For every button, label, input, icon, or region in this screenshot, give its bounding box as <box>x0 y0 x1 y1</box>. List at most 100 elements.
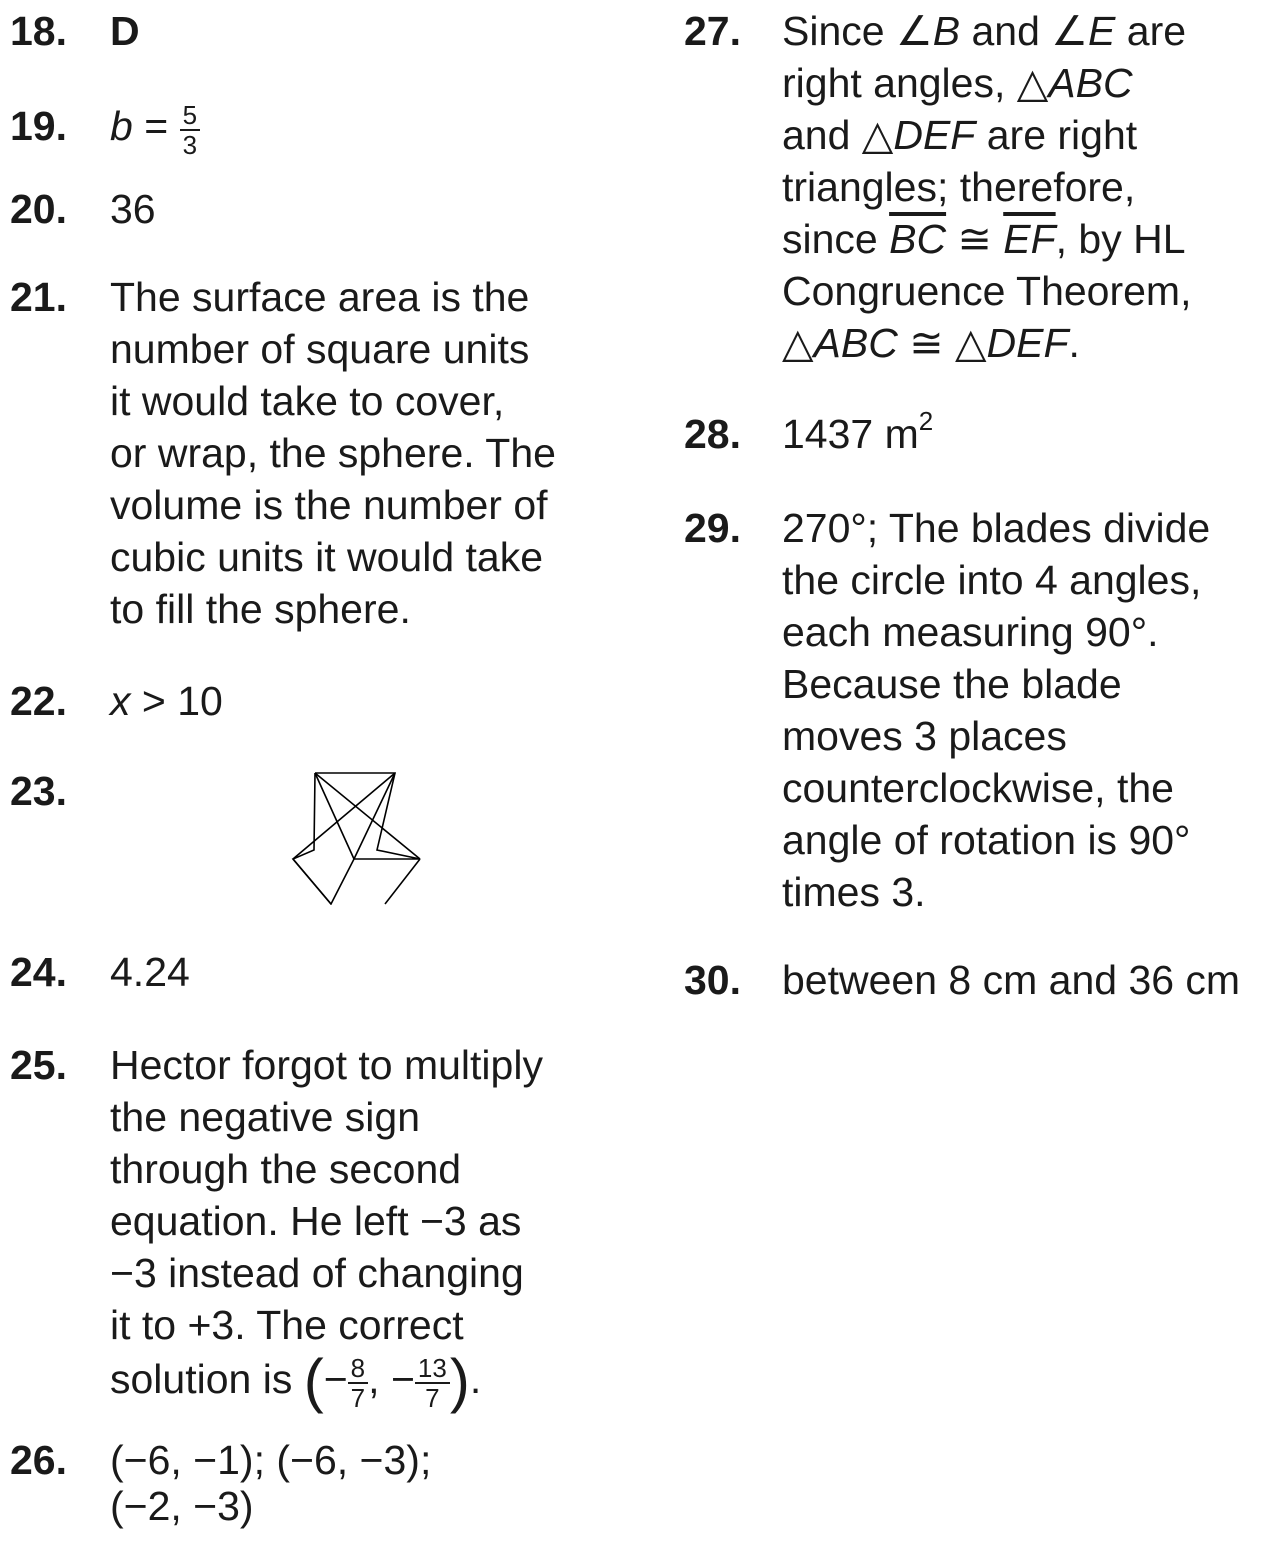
answer-text: 4.24 <box>110 949 190 995</box>
pentagram-figure <box>291 772 421 905</box>
triangle-name: ABC <box>1048 60 1133 106</box>
pentagram-line <box>292 858 332 905</box>
item-number: 23. <box>10 768 67 814</box>
triangle-name: DEF <box>893 112 976 158</box>
item-number: 28. <box>684 411 741 457</box>
text-run: ≅ <box>946 216 1004 262</box>
text-line: (−2, −3) <box>110 1483 254 1529</box>
item-number: 21. <box>10 274 67 320</box>
answer-text: between 8 cm and 36 cm <box>782 957 1241 1003</box>
text-line: volume is the number of <box>110 482 548 528</box>
answer-paragraph: Hector forgot to multiply the negative s… <box>110 1039 610 1412</box>
text-run: are right <box>975 112 1138 158</box>
text-run: and ∠ <box>960 8 1089 54</box>
variable: b <box>110 103 133 149</box>
answer-expression: b = 5 3 <box>110 100 610 159</box>
text-line: equation. He left −3 as <box>110 1198 522 1244</box>
text-run: right angles, △ <box>782 60 1049 106</box>
triangle-name: DEF <box>986 320 1069 366</box>
answer-text: 1437 m <box>782 411 919 457</box>
fraction-denominator: 7 <box>350 1383 366 1413</box>
inequality: > 10 <box>141 678 223 724</box>
answer-paragraph: (−6, −1); (−6, −3); (−2, −3) <box>110 1434 610 1532</box>
minus-sign: − <box>323 1356 348 1402</box>
text-line: The surface area is the <box>110 274 530 320</box>
text-run: since <box>782 216 890 262</box>
item-number: 29. <box>684 505 741 551</box>
item-number: 18. <box>10 8 67 54</box>
text-run: , by HL <box>1055 216 1186 262</box>
pentagram-line <box>353 772 396 860</box>
equals-sign: = <box>144 103 169 149</box>
text-line: cubic units it would take <box>110 534 544 580</box>
text-line: to fill the sphere. <box>110 586 411 632</box>
angle-name: E <box>1088 8 1116 54</box>
fraction-denominator: 7 <box>425 1383 440 1413</box>
fraction-numerator: 5 <box>179 101 201 131</box>
text-run: are <box>1115 8 1187 54</box>
pentagram-line <box>292 772 396 860</box>
text-line: moves 3 places <box>782 713 1067 759</box>
item-number: 30. <box>684 957 741 1003</box>
period: . <box>469 1356 482 1402</box>
fraction: 5 3 <box>179 101 201 160</box>
minus-sign: − <box>390 1356 415 1402</box>
text-line: Congruence Theorem, <box>782 268 1192 314</box>
fraction-denominator: 3 <box>182 130 198 160</box>
text-line: it would take to cover, <box>110 378 505 424</box>
open-paren: ( <box>303 1347 324 1414</box>
text-line: triangles; therefore, <box>782 164 1136 210</box>
text-line: 270°; The blades divide <box>782 505 1211 551</box>
text-run: ≅ △ <box>897 320 987 366</box>
text-line: △ABC ≅ △DEF. <box>782 317 1272 369</box>
text-line: right angles, △ABC <box>782 57 1272 109</box>
segment-name: BC <box>889 216 947 262</box>
close-paren: ) <box>449 1347 470 1414</box>
text-line: angle of rotation is 90° <box>782 817 1191 863</box>
fraction-numerator: 8 <box>347 1354 369 1384</box>
item-number: 27. <box>684 8 741 54</box>
segment-name: EF <box>1003 216 1056 262</box>
variable: x <box>110 678 131 724</box>
text-line: counterclockwise, the <box>782 765 1174 811</box>
text-line: Because the blade <box>782 661 1122 707</box>
text-line: each measuring 90°. <box>782 609 1159 655</box>
answer-paragraph: Since ∠B and ∠E are right angles, △ABC a… <box>782 5 1272 369</box>
text-line: the circle into 4 angles, <box>782 557 1202 603</box>
text-line: it to +3. The correct <box>110 1302 464 1348</box>
item-number: 25. <box>10 1042 67 1088</box>
text-line: through the second <box>110 1146 462 1192</box>
item-number: 22. <box>10 678 67 724</box>
pentagram-line <box>384 858 421 905</box>
answer-text: 36 <box>110 186 156 232</box>
item-number: 26. <box>10 1437 67 1483</box>
item-number: 19. <box>10 103 67 149</box>
comma: , <box>368 1356 380 1402</box>
item-number: 20. <box>10 186 67 232</box>
answer-expression: 1437 m2 <box>782 408 1272 460</box>
text-line: the negative sign <box>110 1094 421 1140</box>
text-line: since BC ≅ EF, by HL <box>782 213 1272 265</box>
pentagram-line <box>314 772 355 860</box>
text-run: . <box>1068 320 1080 366</box>
text-line: Hector forgot to multiply <box>110 1042 543 1088</box>
angle-name: B <box>932 8 961 54</box>
item-number: 24. <box>10 949 67 995</box>
text-line: number of square units <box>110 326 530 372</box>
text-line: and △DEF are right <box>782 109 1272 161</box>
solution-prefix: solution is <box>110 1356 293 1402</box>
text-line: −3 instead of changing <box>110 1250 524 1296</box>
text-run: △ <box>782 320 814 366</box>
triangle-name: ABC <box>813 320 898 366</box>
exponent: 2 <box>918 406 934 436</box>
text-line: Since ∠B and ∠E are <box>782 5 1272 57</box>
fraction-numerator: 13 <box>414 1354 450 1384</box>
text-line: times 3. <box>782 869 926 915</box>
pentagram-line <box>314 772 421 860</box>
text-run: and △ <box>782 112 894 158</box>
answer-text: D <box>110 8 140 54</box>
